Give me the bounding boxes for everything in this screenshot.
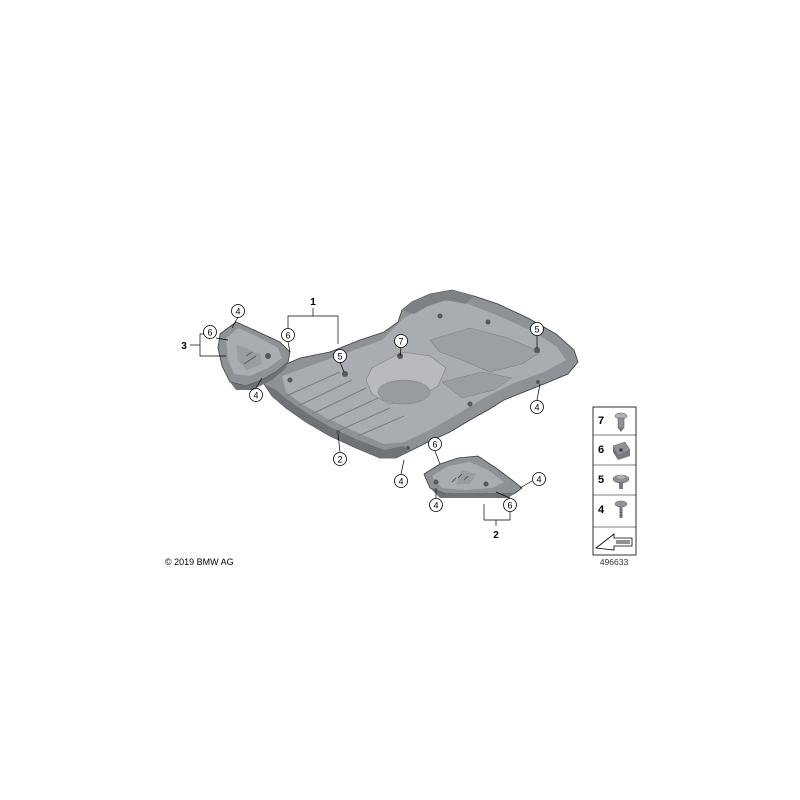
screw-icon bbox=[614, 500, 628, 518]
image-id: 496633 bbox=[600, 557, 629, 567]
svg-text:4: 4 bbox=[598, 504, 605, 516]
svg-text:7: 7 bbox=[598, 415, 604, 427]
svg-text:5: 5 bbox=[534, 325, 539, 335]
expanding-rivet-icon bbox=[614, 412, 628, 432]
callout-4-topleft: 4 bbox=[231, 304, 245, 318]
legend-item-7: 7 bbox=[598, 412, 628, 432]
svg-text:6: 6 bbox=[598, 444, 604, 456]
callout-4-rightpanel-right: 4 bbox=[532, 472, 546, 486]
svg-text:4: 4 bbox=[536, 475, 541, 485]
svg-text:2: 2 bbox=[337, 455, 342, 465]
forward-arrow-icon bbox=[594, 533, 633, 551]
svg-text:4: 4 bbox=[235, 307, 240, 317]
callout-4-rightpanel-left-lower: 4 bbox=[429, 498, 443, 512]
svg-text:4: 4 bbox=[534, 403, 539, 413]
right-side-panel bbox=[423, 455, 523, 498]
callout-6-left: 6 bbox=[203, 325, 217, 339]
plastic-nut-icon bbox=[612, 474, 630, 489]
fastener-legend: 7 6 5 bbox=[592, 406, 637, 556]
svg-text:7: 7 bbox=[398, 337, 403, 347]
callout-4-rightpanel-left-upper: 4 bbox=[394, 474, 408, 488]
svg-text:4: 4 bbox=[433, 501, 438, 511]
leader-lines bbox=[190, 308, 541, 526]
group-3-label: 3 bbox=[181, 341, 187, 352]
copyright-notice: © 2019 BMW AG bbox=[165, 557, 234, 567]
callout-6-rightpanel-lower: 6 bbox=[503, 498, 517, 512]
callout-6-rightpanel: 6 bbox=[428, 437, 442, 451]
svg-text:6: 6 bbox=[432, 440, 437, 450]
svg-text:4: 4 bbox=[253, 391, 258, 401]
main-underbody-panel bbox=[263, 289, 579, 459]
callout-5-mid: 5 bbox=[333, 349, 347, 363]
legend-item-5: 5 bbox=[598, 474, 630, 489]
svg-text:4: 4 bbox=[398, 477, 403, 487]
callout-6-mid: 6 bbox=[281, 328, 295, 342]
legend-item-4: 4 bbox=[598, 500, 628, 518]
svg-text:5: 5 bbox=[337, 352, 342, 362]
svg-text:6: 6 bbox=[207, 328, 212, 338]
svg-text:6: 6 bbox=[507, 501, 512, 511]
svg-text:6: 6 bbox=[285, 331, 290, 341]
callout-7-mid: 7 bbox=[394, 334, 408, 348]
callout-2-under: 2 bbox=[333, 452, 347, 466]
left-side-panel bbox=[217, 321, 291, 390]
svg-text:5: 5 bbox=[598, 474, 604, 486]
callout-4-right: 4 bbox=[530, 400, 544, 414]
callouts: 4 6 6 5 7 5 4 4 bbox=[203, 304, 546, 512]
legend-item-6: 6 bbox=[598, 441, 631, 460]
callout-5-right: 5 bbox=[530, 322, 544, 336]
group-1-label: 1 bbox=[310, 297, 316, 308]
clip-nut-icon bbox=[612, 441, 631, 460]
callout-4-leftpanel-bottom: 4 bbox=[249, 388, 263, 402]
group-2-label: 2 bbox=[493, 530, 499, 541]
